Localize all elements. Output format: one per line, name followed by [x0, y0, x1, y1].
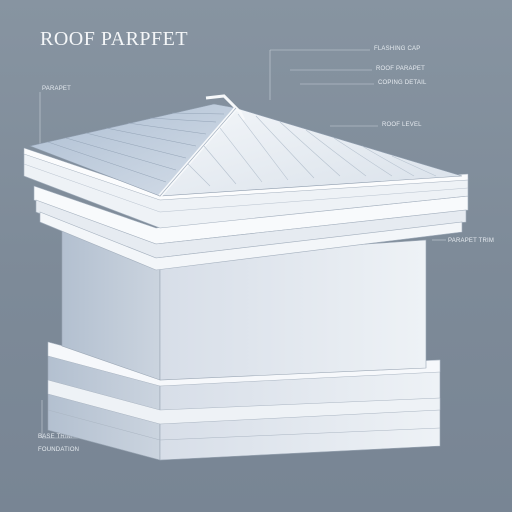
diagram-title: ROOF PARPFET [40, 28, 189, 50]
label-upper-left: PARAPET [42, 86, 71, 92]
hip-roof [28, 94, 463, 198]
label-right-side: PARAPET TRIM [448, 238, 495, 244]
coping-cornice [23, 147, 469, 271]
label-top-right-2: ROOF PARAPET [376, 66, 425, 72]
base-block [47, 341, 441, 461]
label-top-right-3: COPING DETAIL [378, 80, 427, 86]
label-mid-right: ROOF LEVEL [382, 122, 422, 128]
label-top-right-1: FLASHING CAP [374, 46, 421, 52]
label-lower-left-1: BASE TRIM [38, 434, 73, 440]
label-lower-left-2: FOUNDATION [38, 447, 80, 453]
